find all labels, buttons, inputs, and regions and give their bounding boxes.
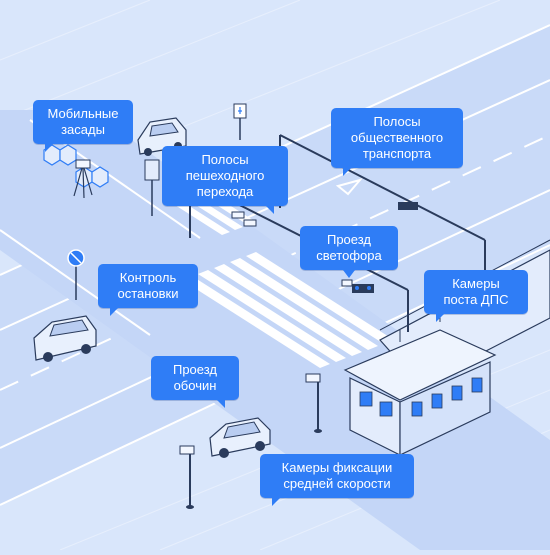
callout-avg-speed-cameras: Камеры фиксации средней скорости <box>260 454 414 506</box>
traffic-light-device <box>352 284 374 293</box>
callout-crosswalk-text: Полосы пешеходного перехода <box>185 152 265 199</box>
speed-camera-pole-1 <box>305 373 322 433</box>
tripod-camera <box>73 159 93 199</box>
road-board <box>144 159 160 216</box>
callout-avg-speed-cameras-text: Камеры фиксации средней скорости <box>281 460 393 491</box>
callout-public-transport-text: Полосы общественного транспорта <box>350 114 444 161</box>
callout-shoulder: Проезд обочин <box>151 356 239 408</box>
callout-mobile-ambush-text: Мобильные засады <box>47 106 119 137</box>
callout-police-post-cameras-text: Камеры поста ДПС <box>443 276 509 307</box>
bus-lane-arrow <box>335 178 363 196</box>
car-left <box>33 315 97 362</box>
police-post <box>343 329 497 456</box>
no-stopping-sign <box>67 249 85 300</box>
speed-camera-pole-2 <box>179 445 195 509</box>
callout-stop-control: Контроль остановки <box>98 264 198 316</box>
callout-public-transport: Полосы общественного транспорта <box>331 108 463 176</box>
callout-traffic-light: Проезд светофора <box>300 226 398 278</box>
car-top <box>137 117 187 156</box>
callout-mobile-ambush: Мобильные засады <box>33 100 133 152</box>
pedestrian-sign <box>233 103 247 140</box>
callout-shoulder-text: Проезд обочин <box>172 362 217 393</box>
crosswalk-near <box>182 252 394 368</box>
callout-crosswalk: Полосы пешеходного перехода <box>162 146 288 214</box>
callout-stop-control-text: Контроль остановки <box>117 270 179 301</box>
gantry-front-cameras <box>231 211 353 287</box>
callout-police-post-cameras: Камеры поста ДПС <box>424 270 528 322</box>
car-bottom <box>209 417 271 458</box>
gantry-camera <box>398 202 418 210</box>
callout-traffic-light-text: Проезд светофора <box>316 232 382 263</box>
